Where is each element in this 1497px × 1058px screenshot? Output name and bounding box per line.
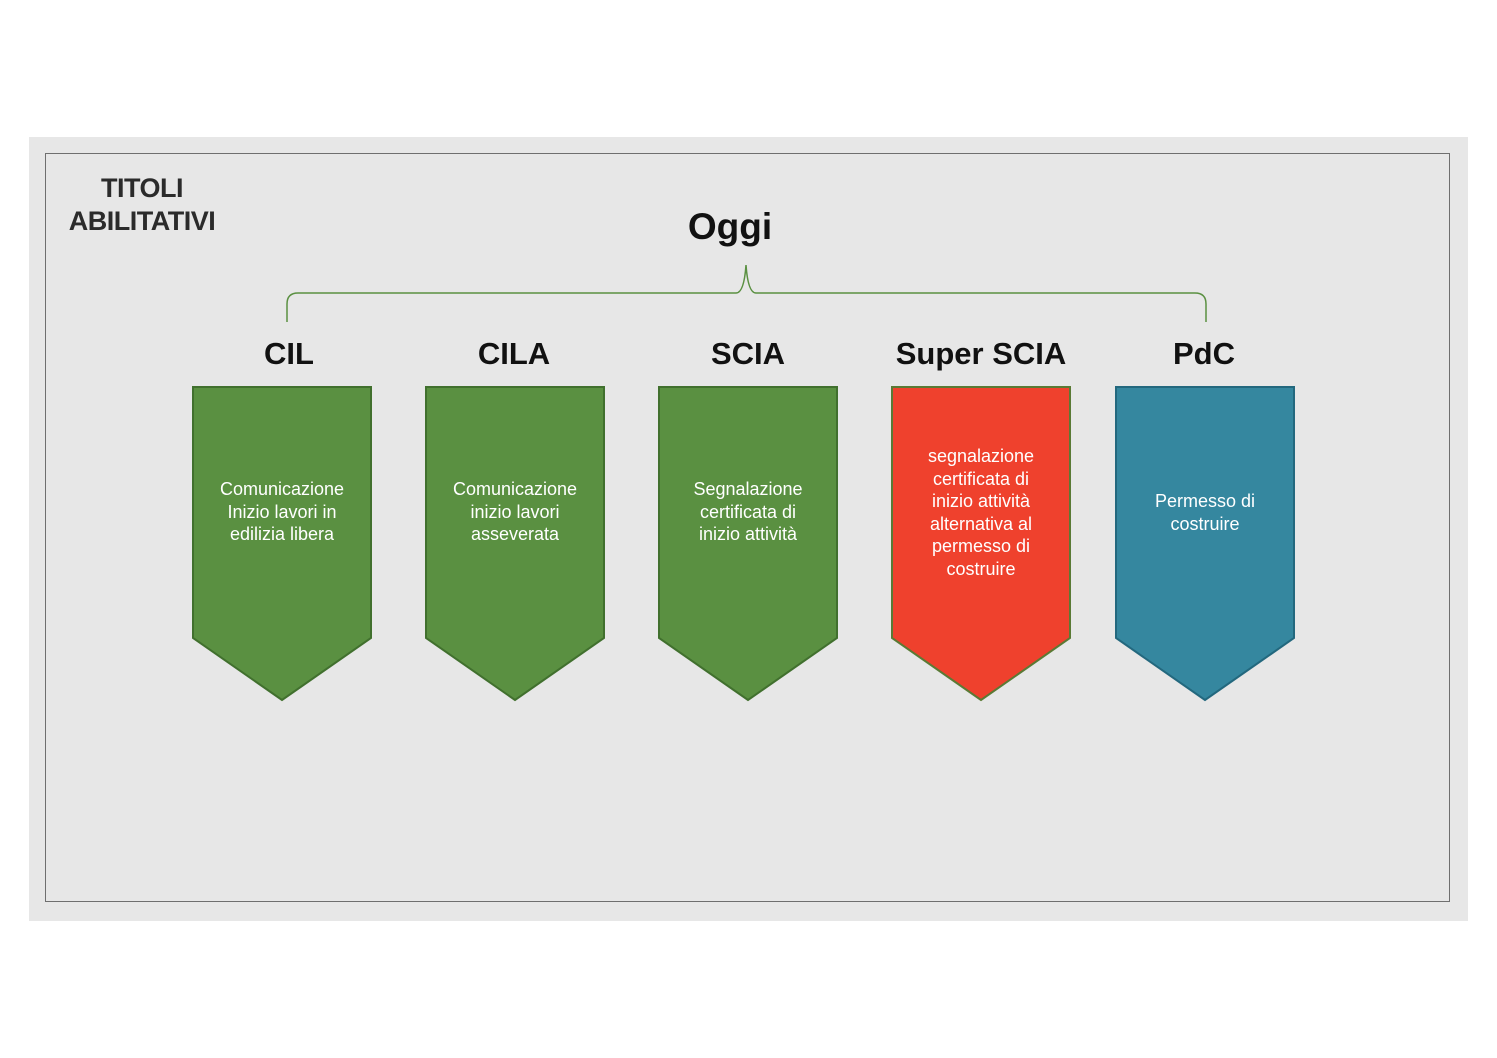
category-label-cila: CILA bbox=[477, 336, 551, 371]
content-frame bbox=[45, 153, 1450, 902]
chevron-fill bbox=[658, 386, 838, 702]
category-label-scia: SCIA bbox=[710, 336, 786, 371]
chevron-fill bbox=[1115, 386, 1295, 702]
chevron-fill bbox=[891, 386, 1071, 702]
chevron-shape bbox=[425, 386, 605, 702]
category-label-pdc: PdC bbox=[1173, 336, 1235, 371]
category-description: segnalazione certificata di inizio attiv… bbox=[927, 446, 1035, 579]
chevron-shape bbox=[192, 386, 372, 702]
chevron-shape bbox=[658, 386, 838, 702]
root-label: Oggi bbox=[687, 206, 773, 247]
category-card-cil: Comunicazione Inizio lavori in edilizia … bbox=[192, 386, 372, 702]
category-label-cil: CIL bbox=[264, 336, 314, 371]
chevron-fill bbox=[425, 386, 605, 702]
category-description: Comunicazione inizio lavori asseverata bbox=[452, 479, 578, 544]
chevron-shape bbox=[891, 386, 1071, 702]
category-description: Comunicazione Inizio lavori in edilizia … bbox=[219, 479, 345, 544]
category-card-cila: Comunicazione inizio lavori asseverata bbox=[425, 386, 605, 702]
main-title: TITOLI ABILITATIVI bbox=[68, 173, 216, 236]
chevron-shape bbox=[1115, 386, 1295, 702]
chevron-fill bbox=[192, 386, 372, 702]
category-card-super-scia: segnalazione certificata di inizio attiv… bbox=[891, 386, 1071, 702]
category-label-super-scia: Super SCIA bbox=[895, 336, 1067, 371]
category-description: Segnalazione certificata di inizio attiv… bbox=[693, 479, 803, 544]
category-description: Permesso di costruire bbox=[1154, 491, 1256, 534]
category-card-scia: Segnalazione certificata di inizio attiv… bbox=[658, 386, 838, 702]
category-card-pdc: Permesso di costruire bbox=[1115, 386, 1295, 702]
